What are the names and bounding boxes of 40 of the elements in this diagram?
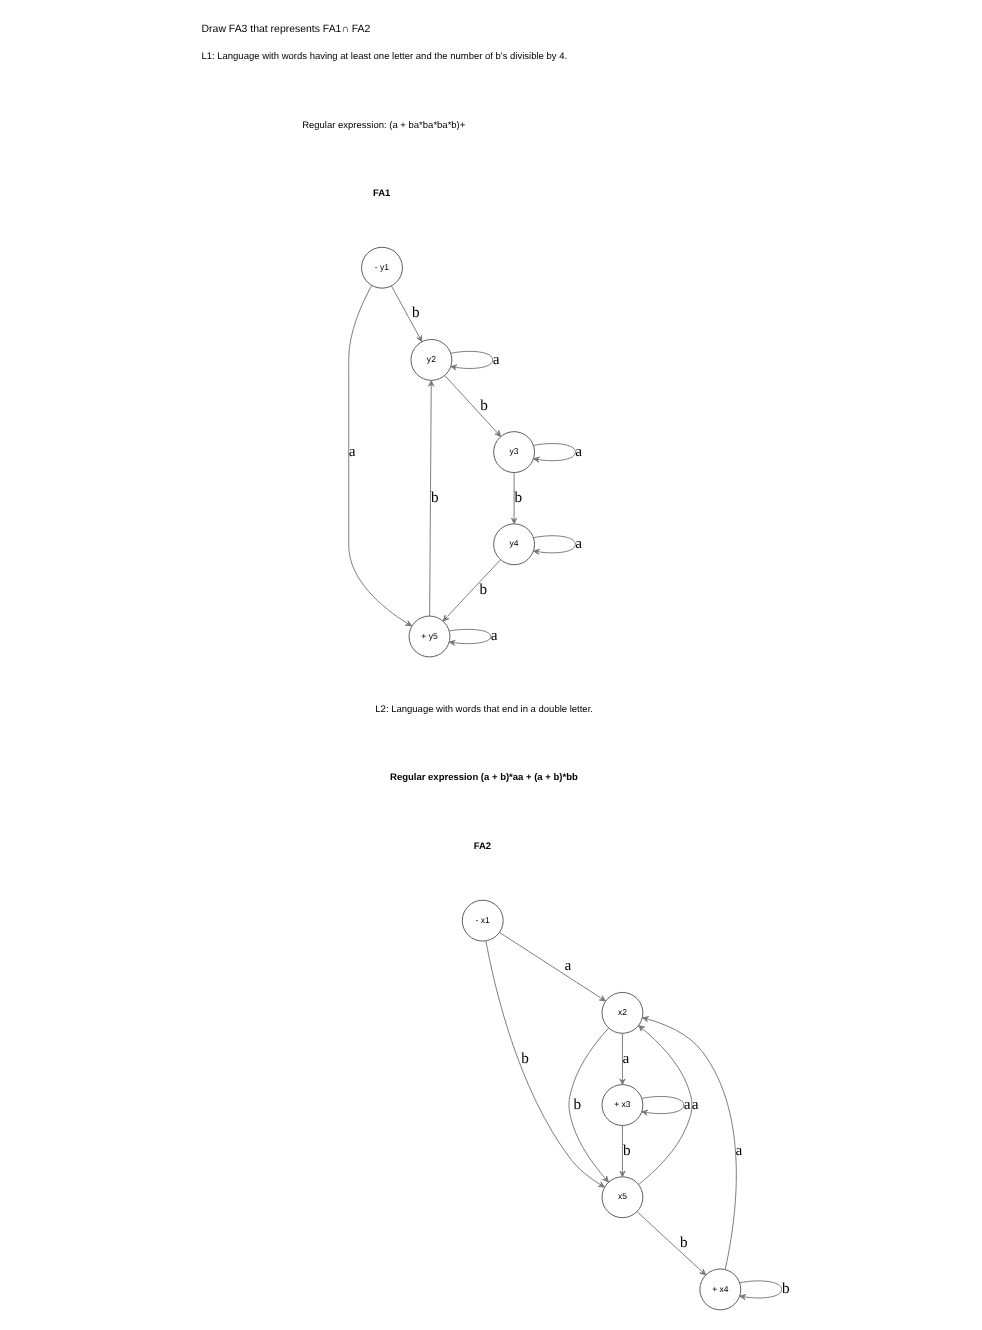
arrow — [347, 285, 412, 627]
edge-label: a — [563, 956, 571, 975]
edge-label: a — [489, 626, 497, 645]
edge-label: b — [410, 303, 419, 322]
arrow — [390, 285, 422, 343]
arrow — [484, 940, 604, 1188]
edge-label: b — [781, 1279, 789, 1298]
edge-label: a — [621, 1048, 629, 1067]
arrow — [447, 628, 491, 646]
edge-label: b — [572, 1094, 581, 1113]
arrow — [637, 1025, 692, 1186]
edge-label: a — [491, 349, 499, 368]
edge-label: b — [678, 1232, 687, 1251]
arrow — [738, 1280, 782, 1301]
arrow — [443, 375, 501, 437]
arrow — [567, 1027, 608, 1183]
edge-label: a — [574, 533, 582, 552]
edge-label: b — [429, 487, 438, 506]
edge-label: b — [513, 487, 522, 506]
arrow — [635, 1211, 706, 1276]
edge-label: b — [479, 395, 487, 414]
edge-label: a — [690, 1094, 698, 1113]
arrow — [532, 535, 575, 555]
arrow — [498, 932, 605, 1002]
edge-label: a — [347, 441, 355, 460]
arrow — [427, 380, 434, 617]
arrow — [441, 559, 500, 622]
edge-label: a — [574, 441, 582, 460]
arrow — [510, 472, 517, 525]
arrow — [532, 443, 575, 463]
edge-label: a — [682, 1094, 690, 1113]
edge-label: b — [520, 1048, 528, 1067]
arrow — [640, 1096, 684, 1116]
edge-label: b — [621, 1140, 630, 1159]
arrow — [618, 1032, 625, 1086]
edge-label: b — [478, 580, 487, 598]
arrow — [449, 350, 493, 371]
arrow — [618, 1125, 625, 1178]
edge-label: a — [734, 1140, 742, 1159]
arrow — [641, 1016, 736, 1270]
